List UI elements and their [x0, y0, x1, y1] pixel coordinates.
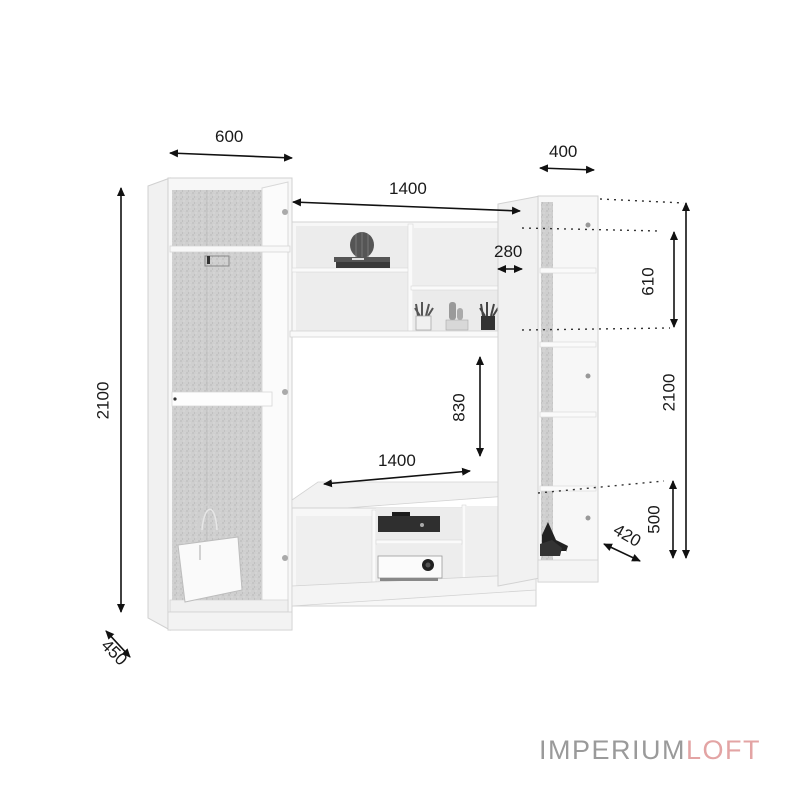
- dimension-label-wardrobe-height: 2100: [93, 381, 113, 420]
- dimension-label-wardrobe-width: 600: [215, 127, 244, 146]
- dimension-label-top-shelf-depth: 280: [494, 242, 523, 261]
- brand-logo-part1: IMPERIUM: [539, 735, 686, 765]
- sneakers-icon: [540, 522, 568, 556]
- dimension-label-bookcase-bottom-height: 500: [644, 505, 664, 534]
- brand-logo: IMPERIUMLOFT: [539, 737, 761, 764]
- handbag-icon: [177, 502, 243, 603]
- dimension-label-tv-niche-height: 830: [449, 393, 469, 422]
- dimension-lines: [105, 149, 690, 658]
- dimension-label-tv-stand-width: 1400: [378, 451, 416, 470]
- brand-logo-part2: LOFT: [686, 735, 762, 765]
- vase-icon: [350, 232, 374, 258]
- dimension-label-hanging-shelf-height: 610: [638, 267, 658, 296]
- wardrobe: [147, 177, 293, 631]
- dimension-label-top-shelf-width: 1400: [389, 179, 427, 198]
- books-icon: [334, 257, 390, 268]
- av-receiver-icon: [378, 512, 440, 532]
- dimension-label-bookcase-width: 400: [549, 142, 578, 161]
- plant-icon: [414, 302, 434, 331]
- bookcase: [497, 195, 599, 587]
- dimension-label-overall-height-right: 2100: [659, 373, 679, 412]
- dotted-guides: [521, 198, 685, 494]
- cactus-icon: [445, 302, 469, 331]
- projector-icon: [377, 555, 443, 581]
- hanging-shelf: [289, 221, 525, 338]
- plant-icon: [479, 302, 499, 330]
